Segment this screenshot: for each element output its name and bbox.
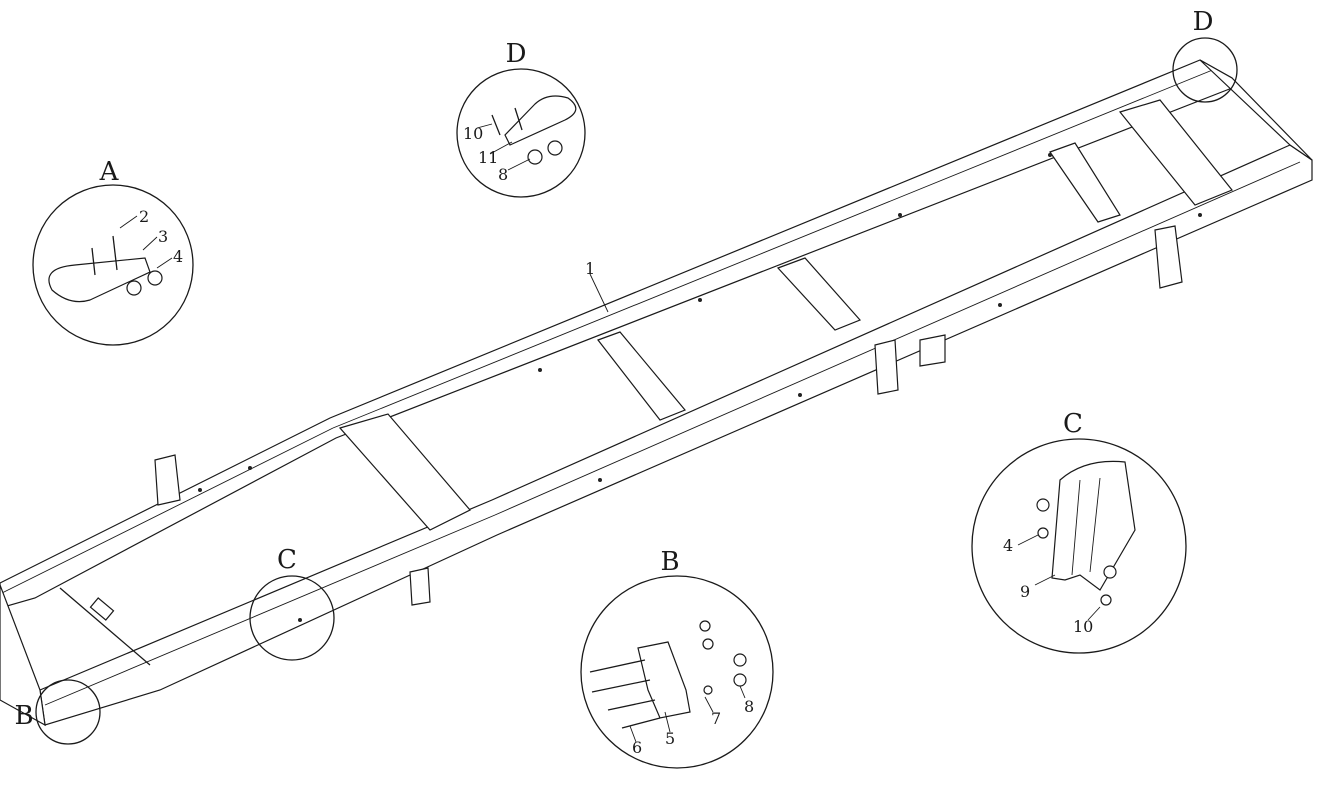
part-number-4-c: 4 xyxy=(1003,536,1013,555)
detail-label-c: C xyxy=(1063,409,1083,439)
part-number-6: 6 xyxy=(632,738,642,757)
callout-circle-d-on-frame xyxy=(1172,37,1238,103)
detail-c xyxy=(971,438,1187,654)
part-number-4-a: 4 xyxy=(173,247,183,266)
crossmember-4 xyxy=(1049,142,1121,223)
detail-label-a: A xyxy=(99,157,120,187)
part-number-5: 5 xyxy=(665,729,675,748)
callout-circle-c-on-frame xyxy=(249,575,335,661)
front-end-crossmember xyxy=(1199,59,1313,161)
callout-circle-b-on-frame xyxy=(35,679,101,745)
part-number-11: 11 xyxy=(478,148,498,167)
part-number-10-c: 10 xyxy=(1073,617,1093,636)
leader-part-1 xyxy=(589,273,609,313)
detail-d xyxy=(456,68,586,198)
hanger-bracket-4 xyxy=(1154,225,1183,289)
rear-tow-shaft xyxy=(59,587,151,666)
hanger-bracket-3 xyxy=(874,339,899,395)
hanger-bracket-2 xyxy=(409,567,431,606)
crossmember-2 xyxy=(597,331,686,421)
crossmember-5 xyxy=(1118,99,1233,206)
part-number-8-d: 8 xyxy=(498,165,508,184)
hanger-bracket-5 xyxy=(919,334,946,367)
part-number-10-d: 10 xyxy=(463,124,483,143)
frame-label-d: D xyxy=(1193,7,1214,37)
part-number-3: 3 xyxy=(158,227,168,246)
detail-label-b: B xyxy=(660,547,679,577)
part-number-7: 7 xyxy=(711,709,721,728)
rear-end-crossmember xyxy=(0,584,46,727)
crossmember-3 xyxy=(776,257,862,331)
detail-b xyxy=(580,575,774,769)
chassis-frame xyxy=(0,59,1313,727)
part-number-8-b: 8 xyxy=(744,697,754,716)
part-number-9: 9 xyxy=(1020,582,1030,601)
part-number-1: 1 xyxy=(585,259,595,278)
detail-a xyxy=(32,184,194,346)
frame-label-c: C xyxy=(277,545,297,575)
part-number-2: 2 xyxy=(139,207,149,226)
right-side-rail xyxy=(39,144,1313,726)
rear-bracket xyxy=(89,597,115,621)
hanger-bracket-1 xyxy=(154,454,181,506)
frame-label-b: B xyxy=(14,701,33,731)
crossmember-1 xyxy=(338,413,471,531)
detail-label-d: D xyxy=(506,39,527,69)
